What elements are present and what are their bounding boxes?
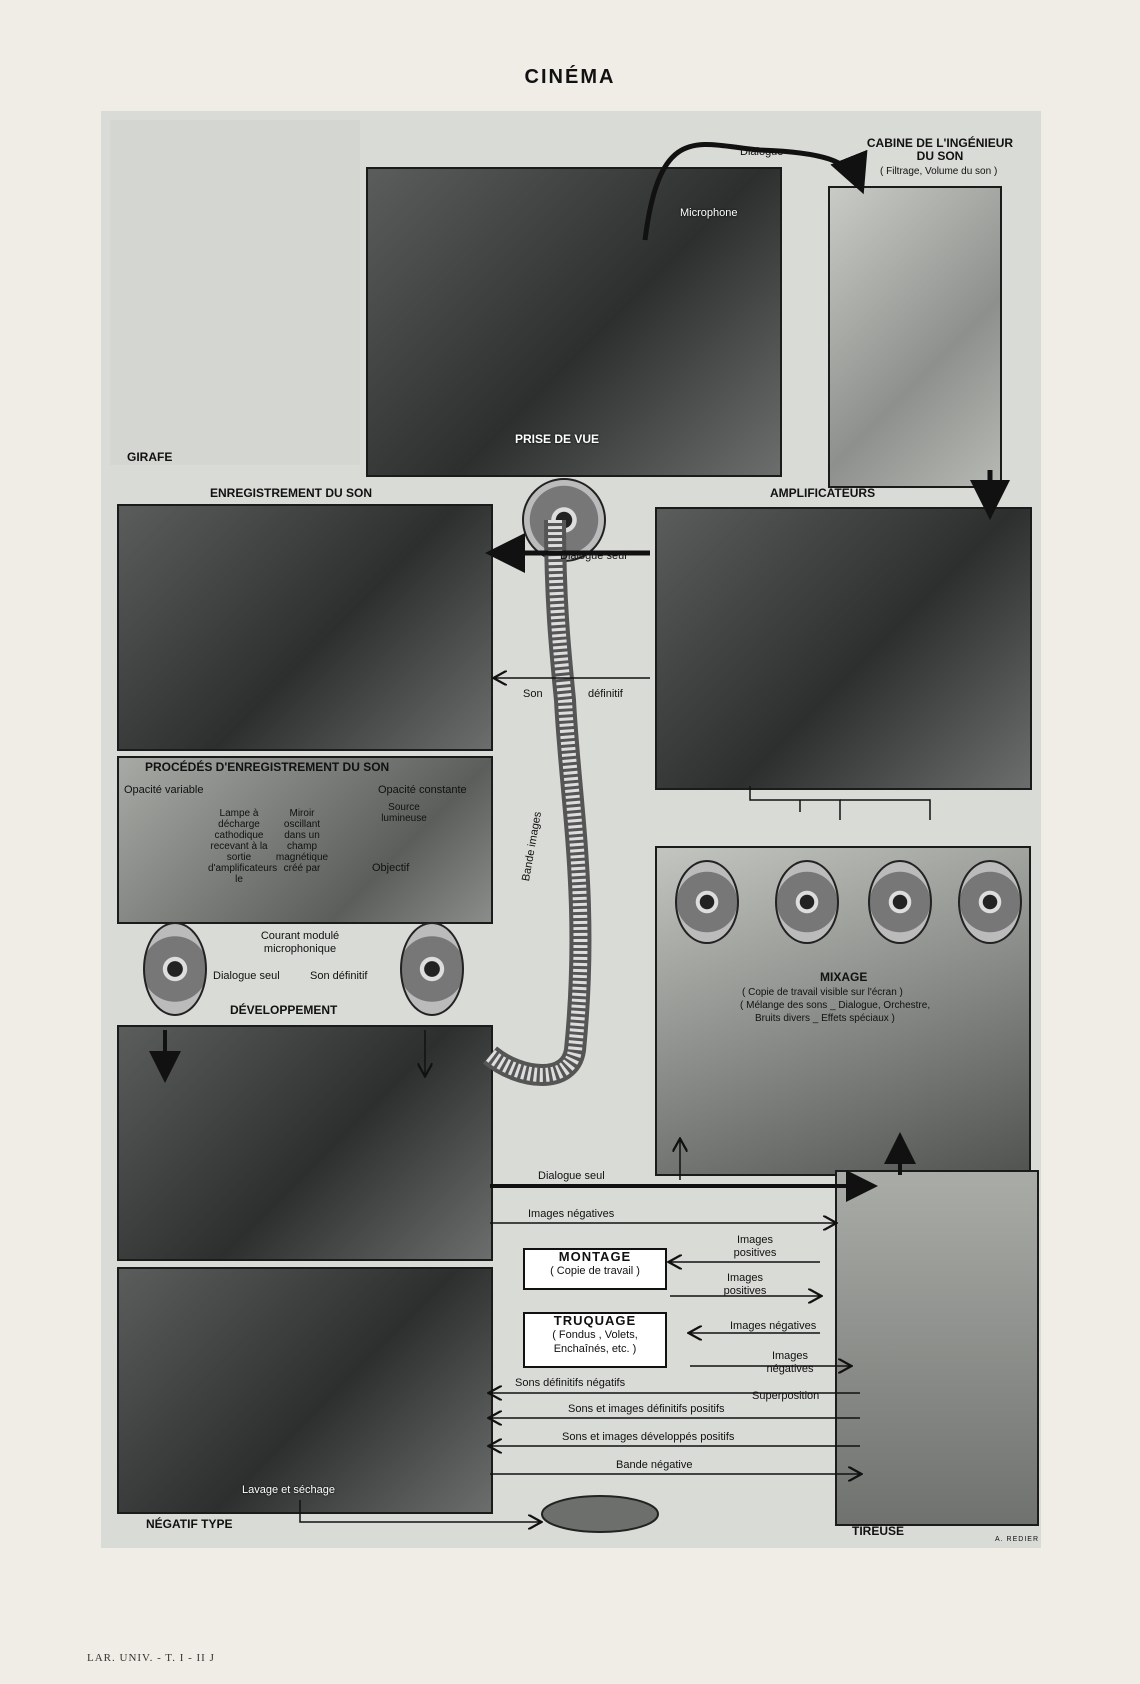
flow-sons-images-dev-pos: Sons et images développés positifs	[562, 1431, 735, 1443]
montage-title: MONTAGE	[558, 1249, 632, 1264]
developpement-label: DÉVELOPPEMENT	[230, 1003, 338, 1017]
negatif-type-label: NÉGATIF TYPE	[146, 1517, 233, 1531]
cabine-subtitle: ( Filtrage, Volume du son )	[880, 166, 998, 177]
enregistrement-label: ENREGISTREMENT DU SON	[210, 486, 373, 500]
prise-de-vue-photo	[366, 167, 782, 477]
page-title: CINÉMA	[524, 66, 616, 88]
film-reel	[775, 860, 839, 944]
girafe-label: GIRAFE	[127, 450, 173, 464]
truquage-box: TRUQUAGE ( Fondus , Volets, Enchaînés, e…	[523, 1312, 667, 1368]
prise-de-vue-label: PRISE DE VUE	[515, 432, 600, 446]
objectif-label: Objectif	[372, 862, 410, 874]
mixage-line-1: ( Copie de travail visible sur l'écran )	[742, 987, 903, 998]
lampe-label: Lampe à décharge cathodique recevant à l…	[208, 808, 278, 885]
flow-images-positives-1: Images positives	[733, 1234, 777, 1259]
flow-images-negatives-3: Images négatives	[766, 1350, 814, 1375]
dialogue-seul-2-label: Dialogue seul	[213, 970, 280, 982]
film-reel	[868, 860, 932, 944]
film-reel	[675, 860, 739, 944]
flow-superposition: Superposition	[752, 1390, 820, 1402]
mixage-line-2: ( Mélange des sons _ Dialogue, Orchestre…	[740, 1000, 931, 1011]
dialogue-label: Dialogue	[740, 146, 784, 158]
definitif-label: définitif	[588, 688, 623, 700]
negatif-type-photo	[117, 1267, 493, 1514]
courant-label: Courant modulé microphonique	[260, 930, 340, 955]
film-reel	[400, 922, 464, 1016]
opacite-constante-label: Opacité constante	[378, 784, 467, 796]
flow-sons-images-def-pos: Sons et images définitifs positifs	[568, 1403, 725, 1415]
microphone-label: Microphone	[680, 207, 738, 219]
mixage-title: MIXAGE	[820, 970, 868, 984]
dialogue-seul-label: Dialogue seul	[560, 550, 627, 562]
film-reel	[958, 860, 1022, 944]
tireuse-label: TIREUSE	[852, 1524, 905, 1538]
negative-roll	[541, 1495, 659, 1533]
flow-images-negatives: Images négatives	[528, 1208, 615, 1220]
amplificateurs-label: AMPLIFICATEURS	[770, 486, 876, 500]
son-definitif-label: Son définitif	[310, 970, 368, 982]
signature: A. REDIER	[995, 1536, 1040, 1543]
opacite-variable-label: Opacité variable	[124, 784, 204, 796]
cabine-image	[828, 186, 1002, 488]
procedes-label: PROCÉDÉS D'ENREGISTREMENT DU SON	[145, 760, 390, 774]
source-label: Source lumineuse	[381, 802, 427, 824]
lavage-label: Lavage et séchage	[242, 1484, 335, 1496]
girafe-image	[110, 120, 360, 465]
montage-subtitle: ( Copie de travail )	[550, 1265, 640, 1277]
cabine-title: CABINE DE L'INGÉNIEUR DU SON	[866, 136, 1014, 163]
truquage-title: TRUQUAGE	[553, 1313, 637, 1328]
flow-dialogue-seul: Dialogue seul	[538, 1170, 605, 1182]
miroir-label: Miroir oscillant dans un champ magnétiqu…	[275, 808, 329, 874]
amplificateurs-photo	[655, 507, 1032, 790]
dialogue-arrow	[642, 141, 868, 241]
mixage-line-3: Bruits divers _ Effets spéciaux )	[755, 1013, 895, 1024]
truquage-subtitle: ( Fondus , Volets, Enchaînés, etc. )	[552, 1329, 638, 1355]
montage-box: MONTAGE ( Copie de travail )	[523, 1248, 667, 1290]
son-label: Son	[523, 688, 543, 700]
enregistrement-photo	[117, 504, 493, 751]
page-footer: LAR. UNIV. - T. I - II J	[87, 1652, 215, 1664]
tireuse-image	[835, 1170, 1039, 1526]
flow-bande-negative: Bande négative	[616, 1459, 693, 1471]
flow-images-positives-2: Images positives	[723, 1272, 767, 1297]
procedes-photo	[117, 756, 493, 924]
flow-images-negatives-2: Images négatives	[730, 1320, 817, 1332]
flow-sons-definitifs-negatifs: Sons définitifs négatifs	[515, 1377, 626, 1389]
film-reel	[143, 922, 207, 1016]
